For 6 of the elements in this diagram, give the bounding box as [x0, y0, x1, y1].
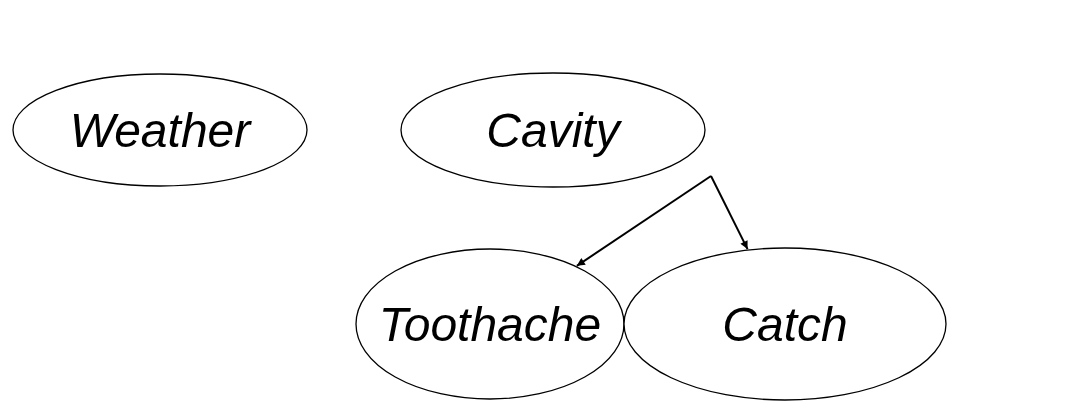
node-label: Toothache	[378, 296, 602, 352]
node-label: Weather	[69, 102, 251, 158]
node-label: Catch	[722, 296, 848, 352]
arrow	[575, 175, 712, 267]
node-label: Cavity	[486, 102, 620, 158]
arrow	[710, 175, 749, 251]
